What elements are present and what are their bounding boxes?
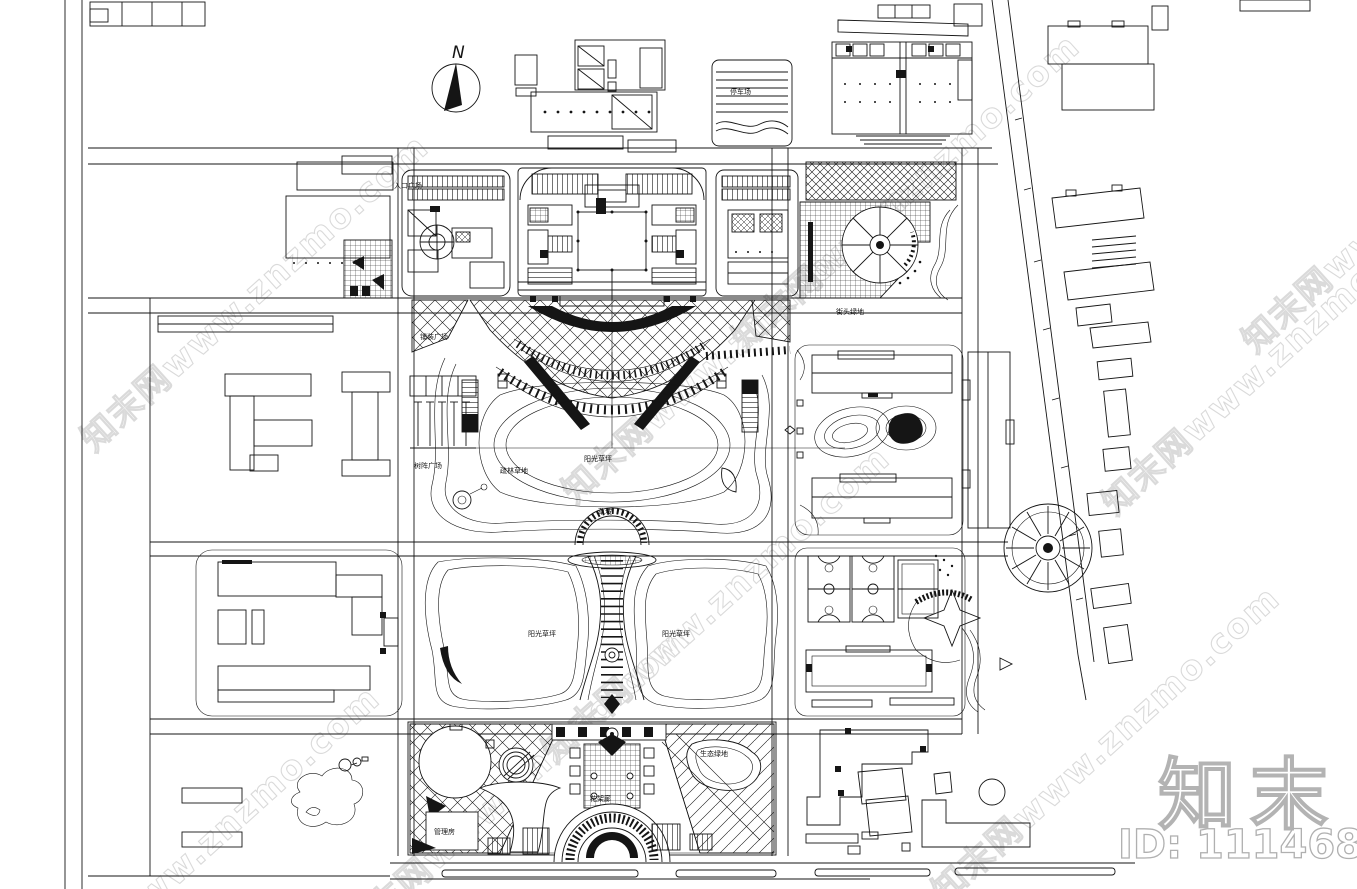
pond-bottom-left [181,756,369,848]
parking-lot-top: 停车场 [711,59,793,147]
brand-logo: 知末 [1158,751,1342,841]
building-row3-left [157,315,391,477]
plan-label: 疏林草地 [500,466,528,475]
sheet-border-lines [64,0,83,889]
brand-block: 知末 ID: 1114689004 [1117,750,1357,868]
contours-right-lower [961,627,1014,713]
plaza-grid-sundial: 街头绿地 [799,161,959,316]
building-campus-east-wing [715,169,799,297]
sheet-id-text: ID: 1114689004 [1118,822,1357,868]
plan-label: 阳光草坪 [584,454,612,463]
building-far-right-slab [961,351,1015,529]
diagonal-road [991,0,1095,701]
bottom-grand-plaza: 管理房 花架廊 生态绿地 [407,721,777,863]
plan-label: 树阵广场 [414,461,442,470]
buildings-top-edge [877,0,1311,31]
watermark-text: 知末网www.znzmo.com [1095,190,1357,523]
north-label: N [452,43,465,63]
building-row4-left [195,549,403,717]
plan-label: 花架廊 [590,794,611,803]
plan-label: 管理房 [434,827,455,836]
plan-label: 街头绿地 [836,307,864,316]
buildings-bottom-right [805,728,1031,855]
building-top-left-corner [89,1,206,27]
plan-label: 停车场 [730,87,751,96]
north-arrow: N [431,43,481,113]
plan-label: 生态绿地 [700,749,728,758]
plan-label: 铺装广场 [420,332,448,341]
buildings-right-strip [1047,20,1155,665]
building-theatre-complex [831,19,973,149]
building-campus-west-wing [401,169,511,297]
plan-label: 阳光草坪 [528,629,556,638]
building-top-center [514,39,677,153]
radial-circle-plaza [1003,503,1093,593]
plan-label: 草坡 [598,507,612,516]
building-civic-hall [517,167,707,307]
lake-and-lawn: 疏林草地 阳光草坪 草坡 [425,352,845,569]
sports-courts-block [794,547,982,717]
watermark-text: 知末网www.znzmo.com [25,678,389,889]
axis-lawns: 阳光草坪 阳光草坪 [424,555,778,714]
plan-label: 阳光草坪 [662,629,690,638]
block-residential-garden [784,344,964,536]
